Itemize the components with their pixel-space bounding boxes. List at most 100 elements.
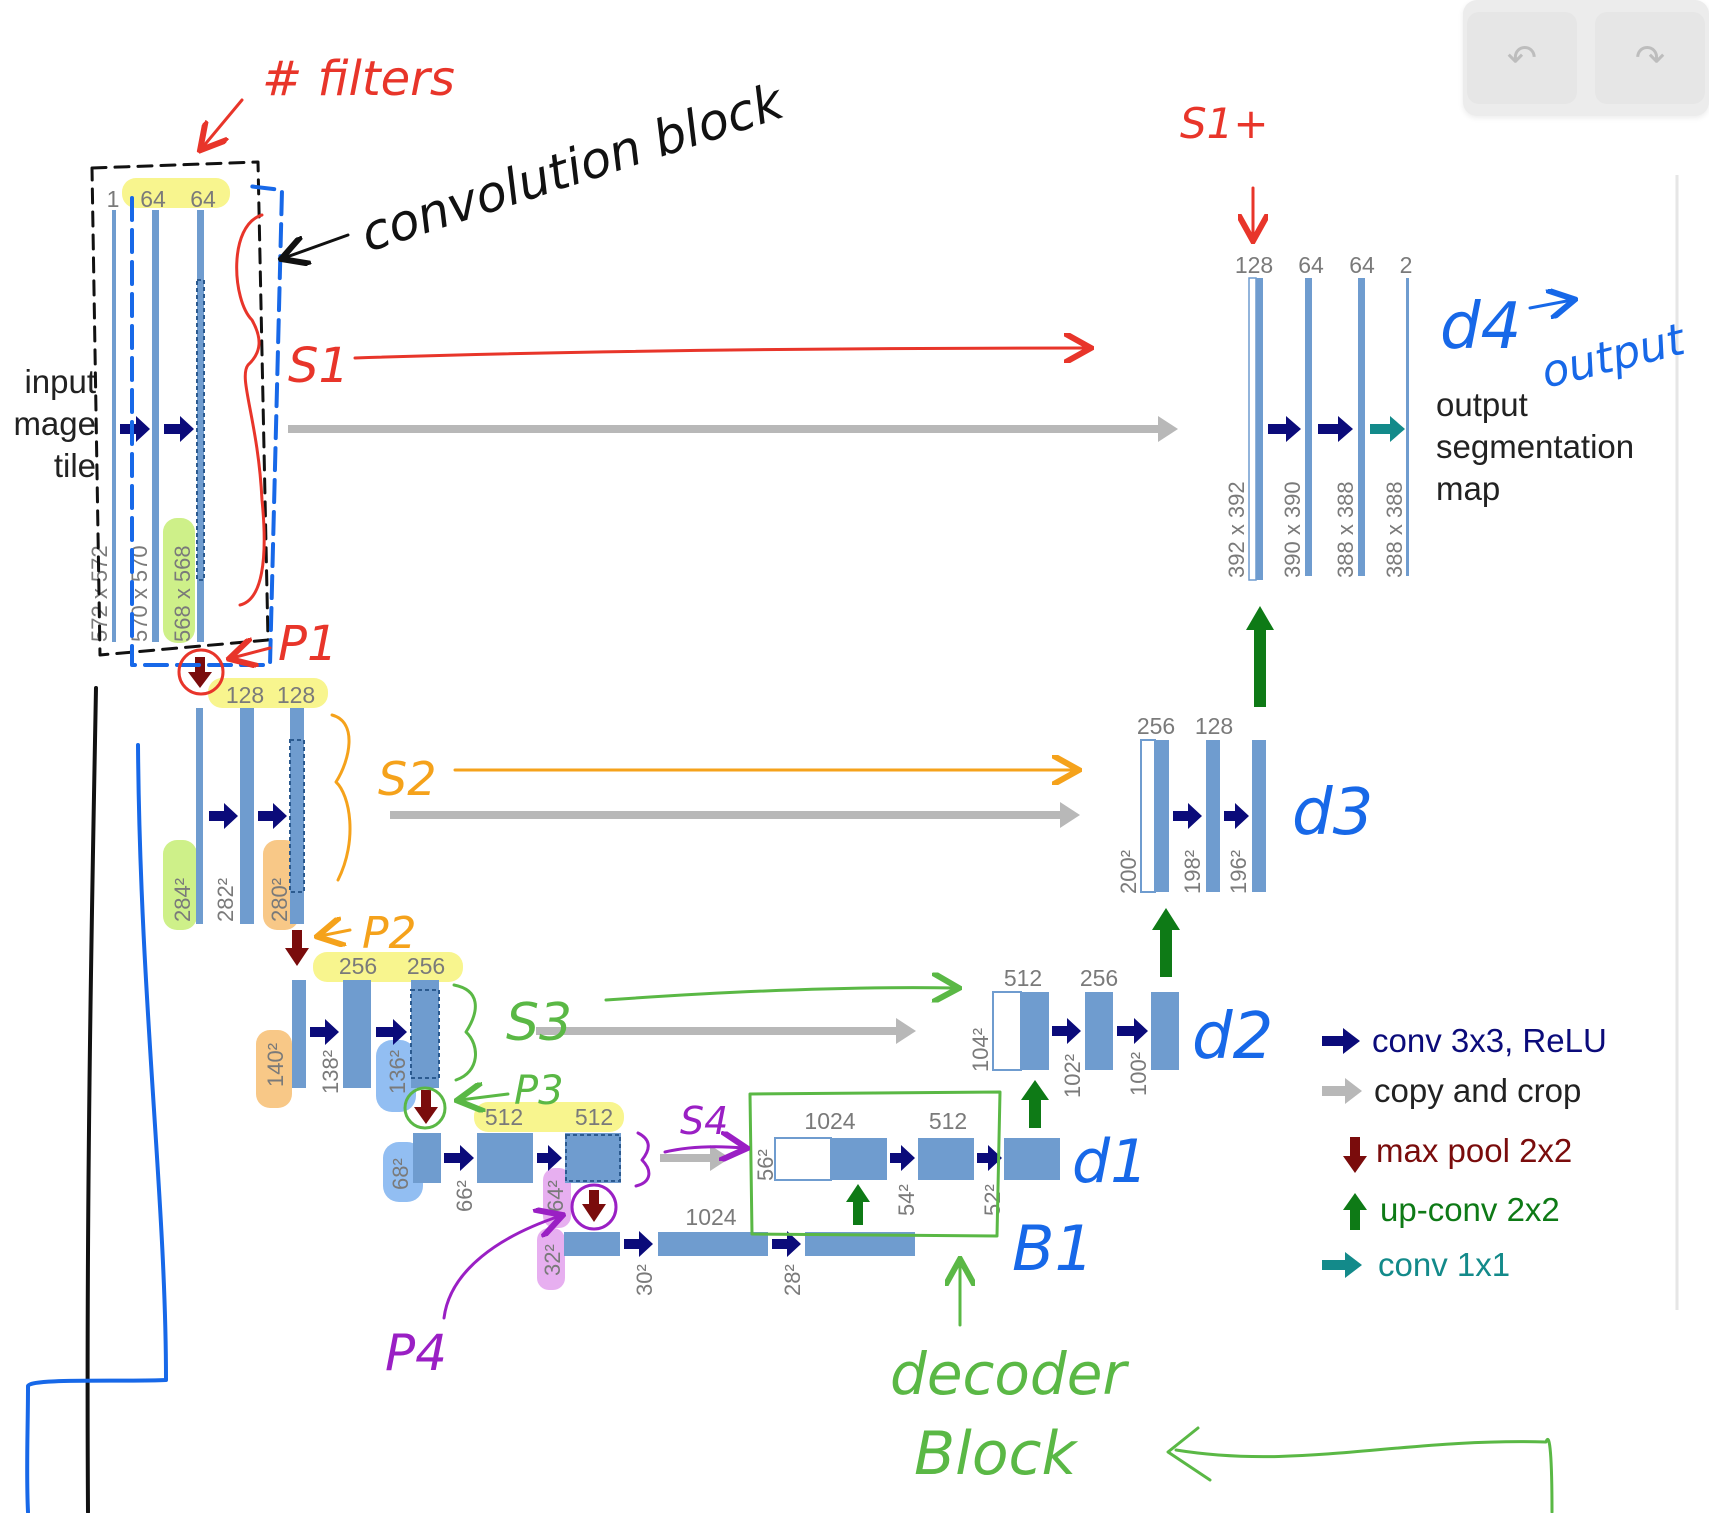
block-pointer-head (1166, 1426, 1212, 1482)
input-label-line: input (24, 363, 96, 400)
size-label: 198² (1180, 850, 1205, 894)
s3-arrow (604, 988, 956, 1000)
decoder-annotation: decoder (890, 1340, 1129, 1408)
size-label: 388 x 388 (1333, 481, 1358, 578)
copy-arrow-2 (390, 802, 1080, 828)
annotation-strokes (25, 98, 1572, 1513)
block-u1-conv1 (918, 1138, 974, 1180)
legend-upconv-arrow (1343, 1193, 1367, 1230)
conv-arrow (209, 803, 238, 829)
input-label: input mage tile (13, 363, 96, 484)
conv-arrow (120, 416, 150, 442)
size-label: 284² (170, 878, 195, 922)
block-u3-conv1 (1206, 740, 1220, 892)
filter-label: 128 (226, 682, 264, 708)
block-l2-conv2 (290, 708, 304, 924)
filter-label: 256 (1137, 713, 1175, 739)
p4-arrow (442, 1216, 560, 1320)
undo-icon: ↶ (1506, 37, 1538, 78)
conv-arrow (1224, 803, 1249, 829)
block-u2-up (1021, 992, 1049, 1070)
block-u1-up (831, 1138, 887, 1180)
output-label-line: segmentation (1436, 428, 1634, 465)
block-l2-crop (289, 739, 305, 893)
highlight-l1-filters (122, 178, 230, 208)
block-u3-up (1155, 740, 1169, 892)
size-label: 32² (540, 1244, 565, 1276)
b1-annotation: B1 (1012, 1212, 1094, 1285)
block-l2-conv1 (240, 708, 254, 924)
block-u4-copy (1248, 277, 1257, 581)
block-u4-up (1256, 278, 1263, 580)
legend-conv-label: conv 3x3, ReLU (1372, 1022, 1607, 1059)
s3-brace (452, 983, 477, 1082)
d1-annotation: d1 (1072, 1127, 1148, 1197)
redo-button[interactable]: ↷ (1595, 12, 1705, 104)
d4-annotation: d4 (1440, 290, 1521, 364)
block-bottom-conv1 (658, 1232, 768, 1256)
filter-label: 64 (140, 186, 166, 212)
s1-brace (235, 213, 266, 607)
size-label: 102² (1060, 1054, 1085, 1098)
block-l4-crop (565, 1134, 621, 1182)
filter-label: 64 (1298, 252, 1324, 278)
s4-arrow (663, 1147, 744, 1152)
maxpool-arrow (414, 1090, 438, 1124)
highlight-l2-filters (208, 678, 328, 708)
maxpool-arrow (285, 930, 309, 966)
copy-crop-arrows (288, 416, 1178, 1171)
output-annotation: output (1536, 314, 1691, 399)
size-label: 68² (388, 1158, 413, 1190)
size-label: 392 x 392 (1224, 481, 1249, 578)
conv1x1-arrow (1370, 416, 1405, 442)
highlight-284 (163, 840, 197, 930)
p4-circle (570, 1183, 618, 1231)
filter-label: 64 (190, 186, 216, 212)
conv-arrow (537, 1145, 562, 1171)
left-blue-line (25, 743, 168, 1513)
output-label-line: output (1436, 386, 1528, 423)
block-u3-copy (1140, 739, 1156, 893)
filter-label: 128 (277, 682, 315, 708)
maxpool-arrow (188, 657, 212, 688)
conv-arrow (376, 1019, 407, 1045)
block-pointer (1174, 1438, 1554, 1513)
conv-arrows (120, 416, 1353, 1257)
filters-annotation: # filters (262, 51, 455, 107)
block-l1-input (112, 210, 116, 642)
undo-redo-toolbar: ↶ ↷ (1463, 0, 1709, 116)
d2-annotation: d2 (1192, 1000, 1273, 1074)
filter-label: 1024 (685, 1204, 736, 1230)
highlight-32 (537, 1228, 565, 1290)
conv-arrow (164, 416, 194, 442)
s3-annotation: S3 (506, 993, 572, 1053)
legend: conv 3x3, ReLU copy and crop max pool 2x… (1322, 1022, 1607, 1283)
upconv-arrow (1246, 606, 1274, 707)
highlight-l3-filters (313, 952, 463, 982)
size-label: 388 x 388 (1382, 481, 1407, 578)
legend-pool-arrow (1343, 1137, 1367, 1173)
legend-pool-label: max pool 2x2 (1376, 1132, 1572, 1169)
upconv-arrow (1021, 1080, 1049, 1128)
size-label: 28² (780, 1264, 805, 1296)
block-u2-conv1 (1085, 992, 1113, 1070)
legend-conv1-arrow (1322, 1252, 1362, 1278)
block-u3-conv2 (1252, 740, 1266, 892)
block-l1-conv1 (152, 210, 159, 642)
undo-button[interactable]: ↶ (1467, 12, 1577, 104)
s1-annotation: S1 (288, 338, 349, 394)
size-labels: 572 x 572 570 x 570 568 x 568 284² 282² … (87, 481, 1407, 1296)
copy-arrow-3 (536, 1018, 916, 1044)
filters-pointer (202, 98, 244, 148)
filter-label: 2 (1400, 252, 1413, 278)
size-label: 56² (753, 1149, 778, 1181)
filter-label: 128 (1195, 713, 1233, 739)
block-u2-conv2 (1151, 992, 1179, 1070)
size-label: 100² (1126, 1052, 1151, 1096)
highlight-l4-filters (474, 1102, 624, 1132)
size-label: 390 x 390 (1280, 481, 1305, 578)
s1plus-annotation: S1+ (1180, 99, 1269, 148)
block-l1-conv2 (197, 210, 204, 642)
filter-labels: 1 64 64 128 128 256 256 512 512 1024 102… (107, 186, 1413, 1230)
